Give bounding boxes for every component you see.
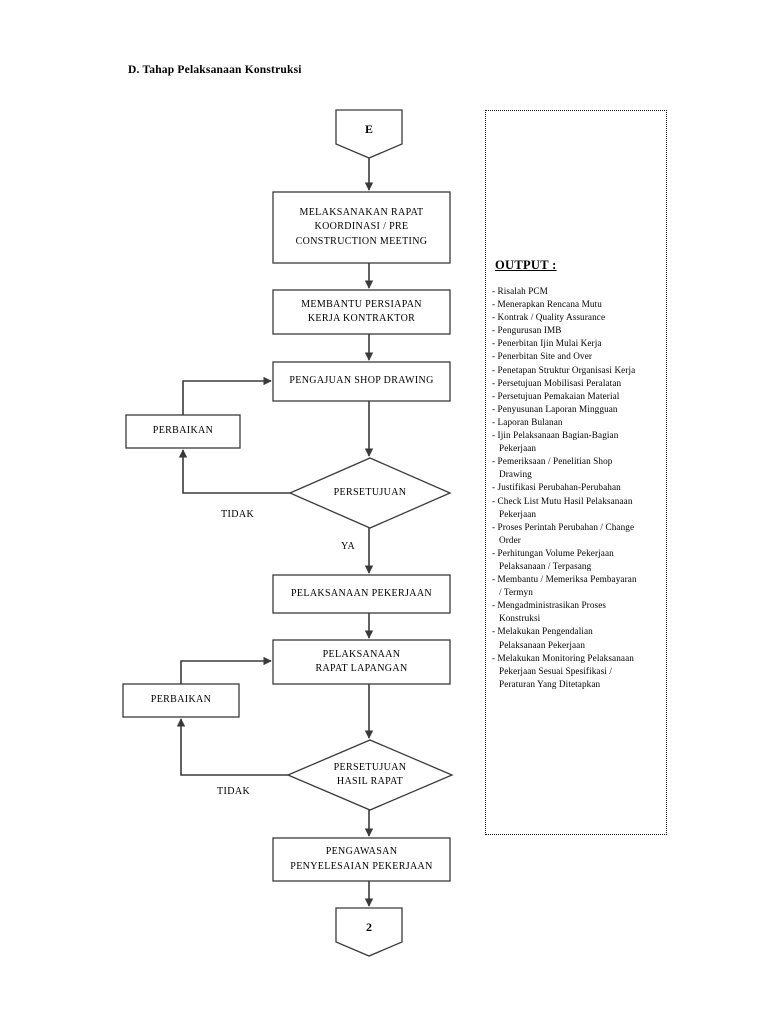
output-list-item: - Melakukan Pengendalian Pelaksanaan Pek… (492, 626, 593, 650)
output-list-item: - Pemeriksaan / Penelitian Shop Drawing (492, 456, 613, 480)
output-list-item: - Penyusunan Laporan Mingguan (492, 403, 618, 414)
output-list-item: - Penerbitan Site and Over (492, 351, 593, 362)
output-list-item: - Persetujuan Pemakaian Material (492, 390, 620, 401)
output-list-item: - Ijin Pelaksanaan Bagian-Bagian Pekerja… (492, 430, 619, 454)
output-list-item: - Check List Mutu Hasil Pelaksanaan Peke… (492, 495, 633, 519)
edge-label-ya-1: YA (341, 541, 356, 552)
output-list-item: - Membantu / Memeriksa Pembayaran / Term… (492, 574, 637, 598)
output-list-item: - Persetujuan Mobilisasi Peralatan (492, 377, 622, 388)
fix-2-shape (122, 683, 240, 718)
output-list-item: - Risalah PCM (492, 286, 548, 296)
output-heading: OUTPUT : (495, 258, 557, 272)
node-3-shape (272, 361, 451, 402)
output-panel (485, 110, 667, 835)
node-1-shape (272, 191, 451, 264)
output-list: - Risalah PCM - Menerapkan Rencana Mutu - … (492, 285, 664, 691)
node-2-shape (272, 289, 451, 335)
output-list-item: - Justifikasi Perubahan-Perubahan (492, 482, 621, 493)
output-list-item: - Mengadministrasikan Proses Konstruksi (492, 600, 607, 624)
node-6-shape (272, 837, 451, 882)
edge-label-tidak-1: TIDAK (221, 509, 255, 520)
output-list-item: - Laporan Bulanan (492, 416, 563, 427)
edge-fix2-to-n5 (180, 656, 272, 684)
edge-fix1-to-n3 (182, 376, 272, 415)
start-connector-shape (335, 109, 403, 159)
output-list-item: - Pengurusan IMB (492, 325, 562, 336)
decision-2-shape (286, 739, 454, 811)
output-list-item: - Penetapan Struktur Organisasi Kerja (492, 364, 636, 375)
output-list-item: - Menerapkan Rencana Mutu (492, 299, 602, 310)
fix-1-shape (125, 414, 241, 449)
end-connector-shape (335, 907, 403, 957)
output-list-item: - Penerbitan Ijin Mulai Kerja (492, 338, 602, 349)
output-list-item: - Perhitungan Volume Pekerjaan Pelaksana… (492, 547, 614, 571)
output-list-item: - Kontrak / Quality Assurance (492, 312, 606, 323)
page-title: D. Tahap Pelaksanaan Konstruksi (128, 64, 302, 76)
edge-d1-no-to-fix1 (178, 449, 290, 494)
node-4-shape (272, 574, 451, 614)
edge-label-tidak-2: TIDAK (217, 786, 251, 797)
decision-1-shape (288, 457, 452, 529)
output-list-item: - Proses Perintah Perubahan / Change Ord… (492, 521, 635, 545)
output-list-item: - Melakukan Monitoring Pelaksanaan Peker… (492, 652, 634, 689)
edge-d2-no-to-fix2 (176, 718, 288, 776)
node-5-shape (272, 639, 451, 685)
